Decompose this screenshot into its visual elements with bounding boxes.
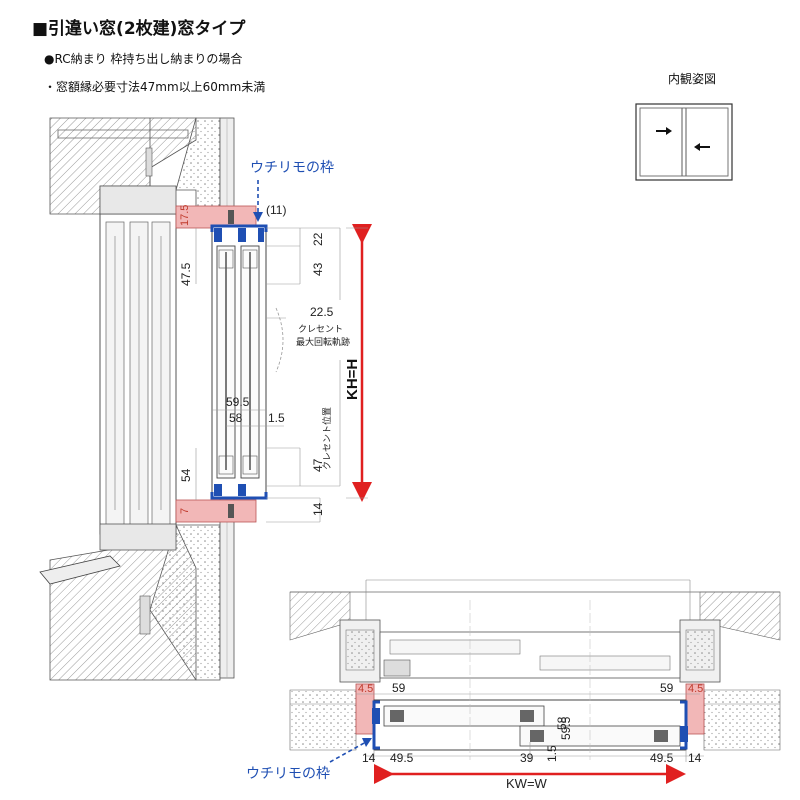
h-dim-left-49-5: 49.5 xyxy=(390,751,414,765)
crescent-orbit-label-1: クレセント xyxy=(298,324,343,335)
h-dim-39: 39 xyxy=(520,751,534,765)
h-dim-left-14: 14 xyxy=(362,751,376,765)
dim-17-5: 17.5 xyxy=(179,205,191,226)
kw-label: KW=W xyxy=(506,776,548,791)
h-dim-58: 58 xyxy=(555,716,569,730)
uchirimo-callout-bottom: ウチリモの枠 xyxy=(246,766,330,782)
h-dim-59-5: 59.5 xyxy=(559,716,573,740)
dim-7: 7 xyxy=(179,508,191,514)
horizontal-section xyxy=(289,579,781,784)
dim-54: 54 xyxy=(179,468,193,482)
vertical-section xyxy=(39,117,372,681)
note-casing-dimension: ・窓額縁必要寸法47mm以上60mm未満 xyxy=(44,80,266,94)
dim-58: 58 xyxy=(229,411,243,425)
crescent-orbit-label-2: 最大回転軌跡 xyxy=(296,336,350,348)
dim-14: 14 xyxy=(311,502,325,516)
h-dim-right-14: 14 xyxy=(688,751,702,765)
dim-43: 43 xyxy=(311,262,325,276)
interior-elevation xyxy=(635,103,733,181)
dim-47-5: 47.5 xyxy=(179,262,193,286)
dim-1-5: 1.5 xyxy=(268,411,285,425)
callout-arrow-bottom-icon xyxy=(362,738,372,747)
dim-11: (11) xyxy=(266,203,286,217)
uchirimo-callout-top: ウチリモの枠 xyxy=(250,160,334,176)
kh-label: KH=H xyxy=(344,359,361,400)
page-title: ■引違い窓(2枚建)窓タイプ xyxy=(32,19,246,39)
h-dim-left-4-5: 4.5 xyxy=(358,683,373,695)
h-dim-left-59: 59 xyxy=(392,681,406,695)
h-dim-1-5: 1.5 xyxy=(545,745,559,762)
dim-47: 47 xyxy=(311,458,325,472)
crescent-position-label: クレセント位置 xyxy=(321,407,333,470)
h-dim-right-49-5: 49.5 xyxy=(650,751,674,765)
interior-view-label: 内観姿図 xyxy=(668,72,717,86)
dim-22: 22 xyxy=(311,232,325,246)
dim-22-5: 22.5 xyxy=(310,305,334,319)
dim-59-5: 59.5 xyxy=(226,395,250,409)
h-dim-right-59: 59 xyxy=(660,681,674,695)
h-dim-right-4-5: 4.5 xyxy=(688,683,703,695)
arrow-right-icon xyxy=(656,127,672,135)
arrow-left-icon xyxy=(694,143,710,151)
note-rc-fitting: ●RC納まり 枠持ち出し納まりの場合 xyxy=(44,52,243,66)
callout-arrow-top-icon xyxy=(253,212,263,222)
